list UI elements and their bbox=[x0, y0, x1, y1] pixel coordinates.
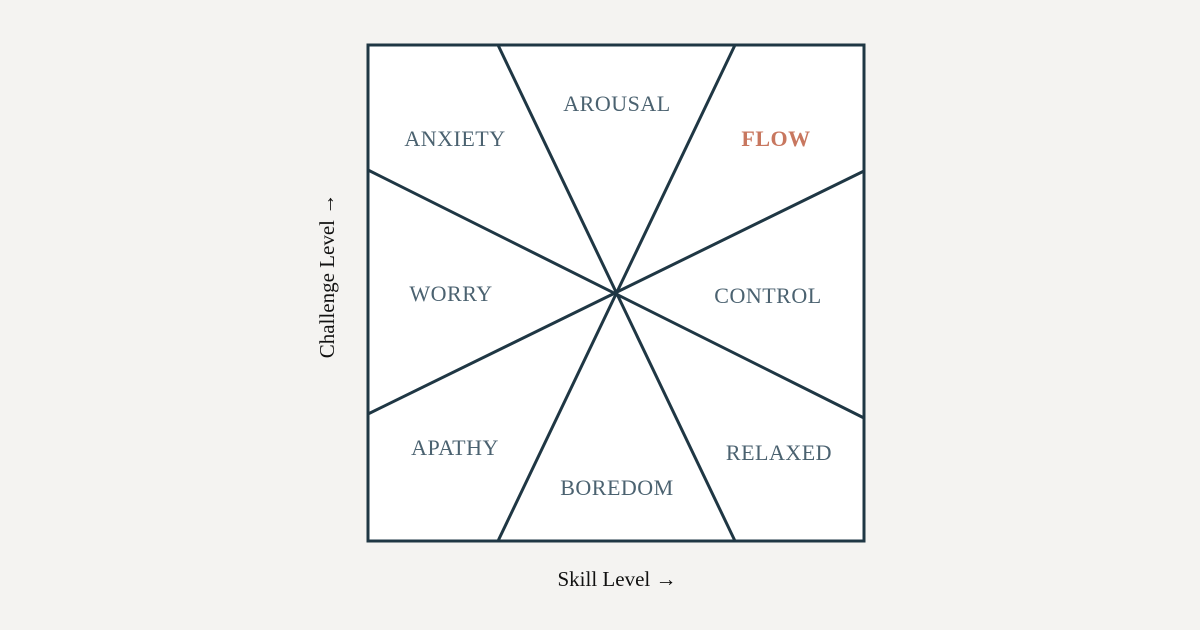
divider-line-shallow-b bbox=[367, 169, 865, 416]
region-label-anxiety: ANXIETY bbox=[404, 126, 505, 151]
x-axis-label: Skill Level → bbox=[558, 567, 677, 591]
region-label-flow: FLOW bbox=[741, 126, 810, 151]
region-label-control: CONTROL bbox=[714, 283, 821, 308]
region-label-worry: WORRY bbox=[409, 281, 492, 306]
region-label-arousal: AROUSAL bbox=[563, 91, 670, 116]
y-axis-label: Challenge Level → bbox=[315, 194, 339, 358]
region-label-relaxed: RELAXED bbox=[726, 440, 832, 465]
region-label-apathy: APATHY bbox=[411, 435, 499, 460]
region-label-boredom: BOREDOM bbox=[560, 475, 674, 500]
